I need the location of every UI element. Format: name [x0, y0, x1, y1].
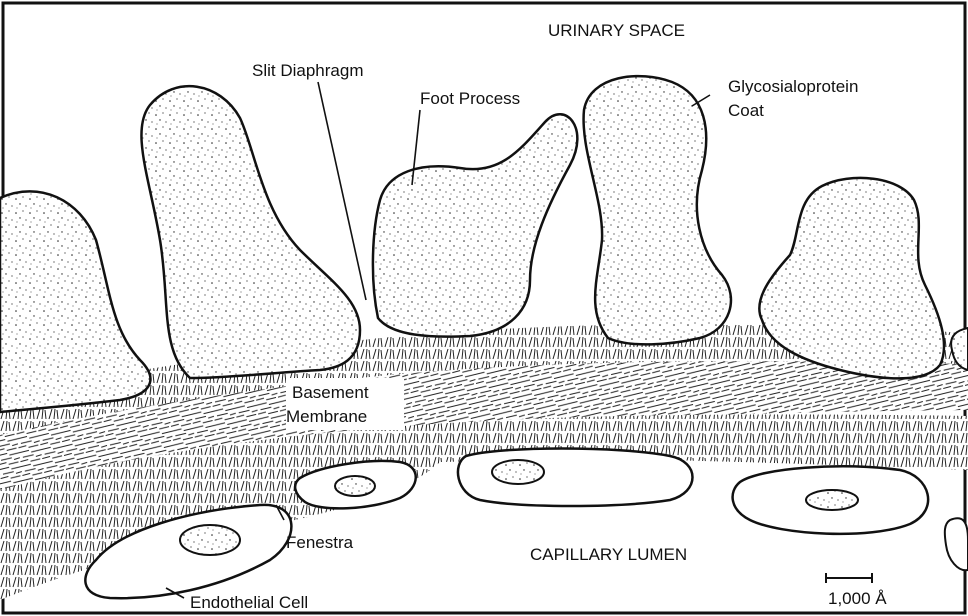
label-basement-line2: Membrane — [286, 407, 367, 426]
label-glyco-line2: Coat — [728, 101, 764, 120]
label-capillary-lumen: CAPILLARY LUMEN — [530, 545, 687, 564]
slit-diaphragm-leader — [318, 82, 366, 300]
endothelial-nucleus-4 — [806, 490, 858, 510]
foot-process-4 — [584, 76, 731, 344]
label-endothelial-cell: Endothelial Cell — [190, 593, 308, 612]
label-fenestra: Fenestra — [286, 533, 354, 552]
foot-process-5 — [759, 178, 944, 378]
endothelial-nucleus-1 — [180, 525, 240, 555]
label-glyco-line1: Glycosialoprotein — [728, 77, 858, 96]
label-foot-process: Foot Process — [420, 89, 520, 108]
endothelial-nucleus-2 — [335, 476, 375, 496]
scale-bar — [826, 573, 872, 583]
foot-process-3 — [373, 114, 577, 336]
foot-process-1 — [0, 191, 150, 412]
label-basement-line1: Basement — [292, 383, 369, 402]
label-urinary-space: URINARY SPACE — [548, 21, 685, 40]
endothelial-cell-edge — [945, 518, 968, 570]
foot-process-2 — [141, 86, 360, 378]
endothelial-nucleus-3 — [492, 460, 544, 484]
label-scale: 1,000 Å — [828, 589, 887, 608]
endothelial-cell-center — [458, 449, 693, 507]
label-slit-diaphragm: Slit Diaphragm — [252, 61, 364, 80]
